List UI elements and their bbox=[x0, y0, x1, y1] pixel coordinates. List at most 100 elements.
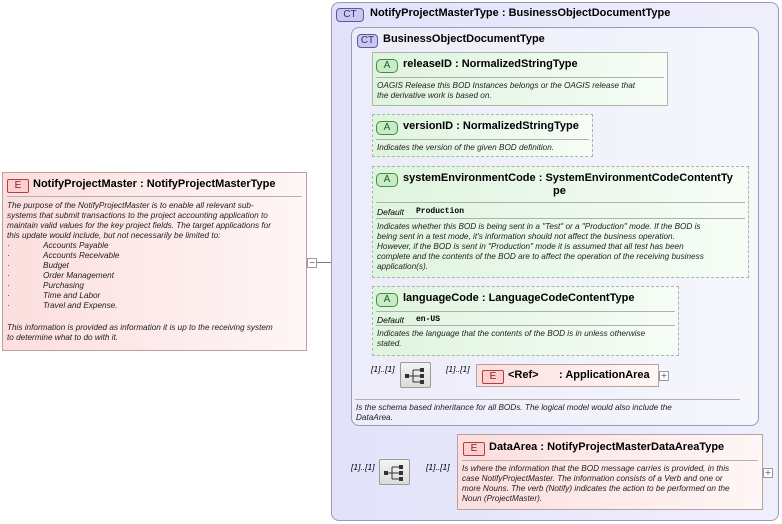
attribute-title: languageCode : LanguageCodeContentType bbox=[403, 292, 634, 305]
expand-icon[interactable]: + bbox=[763, 468, 773, 478]
expand-icon[interactable]: + bbox=[659, 371, 669, 381]
attribute-doc-line: Indicates the version of the given BOD d… bbox=[377, 143, 555, 152]
list-item-text: Accounts Receivable bbox=[43, 251, 120, 260]
list-item: · Accounts Receivable bbox=[7, 251, 267, 261]
list-item: ·Budget bbox=[7, 261, 267, 271]
attribute-system-environment-code[interactable]: A systemEnvironmentCode : SystemEnvironm… bbox=[372, 166, 749, 278]
attribute-title: releaseID : NormalizedStringType bbox=[403, 58, 578, 71]
collapse-icon[interactable]: − bbox=[307, 258, 317, 268]
attribute-doc-line: Indicates the language that the contents… bbox=[377, 329, 646, 338]
root-element-box[interactable]: E NotifyProjectMaster : NotifyProjectMas… bbox=[2, 172, 307, 351]
attribute-doc-line: complete and the contents of the BOD are… bbox=[377, 252, 704, 261]
inner-ct-doc-line: DataArea. bbox=[356, 413, 393, 422]
list-item: · Purchasing bbox=[7, 281, 267, 291]
attribute-name: versionID bbox=[403, 120, 454, 132]
attribute-badge: A bbox=[376, 293, 398, 307]
attribute-version-id[interactable]: A versionID : NormalizedStringType Indic… bbox=[372, 114, 593, 157]
list-item-text: Purchasing bbox=[43, 281, 84, 290]
attribute-badge: A bbox=[376, 59, 398, 73]
attribute-doc: OAGIS Release this BOD Instances belongs… bbox=[377, 81, 635, 101]
root-doc-line: this update would include, but not neces… bbox=[7, 231, 221, 240]
attribute-language-code[interactable]: A languageCode : LanguageCodeContentType… bbox=[372, 286, 679, 356]
application-area-ref[interactable]: E <Ref> : ApplicationArea bbox=[476, 364, 659, 387]
attribute-separator bbox=[376, 218, 745, 219]
default-label: Default bbox=[377, 315, 404, 325]
root-doc-line: maintain valid values for the key projec… bbox=[7, 221, 271, 230]
default-label: Default bbox=[377, 207, 404, 217]
attribute-separator bbox=[376, 77, 664, 78]
element-badge: E bbox=[463, 442, 485, 456]
sequence-compositor[interactable] bbox=[379, 459, 410, 485]
element-badge: E bbox=[482, 370, 504, 384]
attribute-doc: Indicates the language that the contents… bbox=[377, 329, 645, 349]
bullet: · bbox=[7, 261, 10, 270]
attribute-name: systemEnvironmentCode bbox=[403, 172, 536, 184]
attribute-separator bbox=[376, 325, 675, 326]
list-item: · Accounts Payable bbox=[7, 241, 267, 251]
type-separator: : bbox=[451, 58, 462, 70]
root-doc-line: systems that submit transactions to the … bbox=[7, 211, 268, 220]
app-area-cardinality-right: [1]..[1] bbox=[446, 364, 470, 374]
attribute-doc-line: application(s). bbox=[377, 262, 428, 271]
attribute-type: LanguageCodeContentType bbox=[488, 292, 635, 304]
root-doc-line: This information is provided as informat… bbox=[7, 323, 273, 332]
attribute-badge: A bbox=[376, 121, 398, 135]
data-area-separator bbox=[462, 460, 758, 461]
root-doc-line: to determine what to do with it. bbox=[7, 333, 119, 342]
type-separator: : bbox=[136, 178, 147, 190]
root-element-title: NotifyProjectMaster : NotifyProjectMaste… bbox=[33, 178, 275, 191]
list-item-text: Accounts Payable bbox=[43, 241, 109, 250]
inner-ct-separator bbox=[355, 399, 740, 400]
outer-complex-type-name: NotifyProjectMasterType bbox=[370, 7, 499, 19]
attribute-doc-line: being sent in a test mode, it's informat… bbox=[377, 232, 675, 241]
list-item: · Time and Labor bbox=[7, 291, 267, 301]
attribute-badge: A bbox=[376, 173, 398, 187]
data-area-doc-line: more Nouns. The verb (Notify) indicates … bbox=[462, 484, 730, 493]
bullet: · bbox=[7, 291, 10, 300]
element-badge: E bbox=[7, 179, 29, 193]
root-doc: The purpose of the NotifyProjectMaster i… bbox=[7, 201, 271, 241]
sequence-icon bbox=[405, 368, 424, 384]
attribute-release-id[interactable]: A releaseID : NormalizedStringType OAGIS… bbox=[372, 52, 668, 106]
root-separator bbox=[7, 196, 302, 197]
root-doc-list: · Accounts Payable · Accounts Receivable ·… bbox=[7, 241, 267, 311]
outer-complex-type-title: NotifyProjectMasterType : BusinessObject… bbox=[370, 7, 670, 19]
attribute-doc-line: OAGIS Release this BOD Instances belongs… bbox=[377, 81, 636, 90]
app-area-cardinality-left: [1]..[1] bbox=[371, 364, 395, 374]
data-area-element[interactable]: E DataArea : NotifyProjectMasterDataArea… bbox=[457, 434, 763, 510]
list-item-text: Time and Labor bbox=[43, 291, 101, 300]
bullet: · bbox=[7, 271, 10, 280]
root-doc-footer: This information is provided as informat… bbox=[7, 323, 273, 343]
type-separator: : bbox=[453, 120, 463, 132]
default-value: en-US bbox=[416, 315, 441, 324]
attribute-doc-line: stated. bbox=[377, 339, 402, 348]
bullet: · bbox=[7, 251, 10, 260]
attribute-title: systemEnvironmentCode : SystemEnvironmen… bbox=[403, 172, 733, 185]
attribute-separator bbox=[376, 311, 675, 312]
data-area-type: NotifyProjectMasterDataAreaType bbox=[547, 441, 725, 453]
attribute-name: languageCode bbox=[403, 292, 479, 304]
data-area-doc-line: Is where the information that the BOD me… bbox=[462, 464, 730, 473]
attribute-name: releaseID bbox=[403, 58, 452, 70]
complex-type-badge: CT bbox=[336, 8, 364, 22]
inner-ct-doc: Is the schema based inheritance for all … bbox=[356, 403, 672, 423]
attribute-doc: Indicates whether this BOD is being sent… bbox=[377, 222, 704, 272]
attribute-doc-line: Indicates whether this BOD is being sent… bbox=[377, 222, 701, 231]
attribute-type: NormalizedStringType bbox=[462, 120, 579, 132]
bullet: · bbox=[7, 241, 10, 250]
list-item-text: Order Management bbox=[43, 271, 114, 280]
outer-complex-type-base: BusinessObjectDocumentType bbox=[508, 7, 671, 19]
type-separator: : bbox=[537, 441, 548, 453]
attribute-doc-line: However, if the BOD is sent in "Producti… bbox=[377, 242, 684, 251]
data-area-name: DataArea bbox=[489, 441, 538, 453]
ref-title: : ApplicationArea bbox=[559, 369, 650, 382]
data-area-doc: Is where the information that the BOD me… bbox=[462, 464, 730, 504]
data-area-cardinality-right: [1]..[1] bbox=[426, 462, 450, 472]
ref-label: <Ref> bbox=[508, 369, 539, 381]
data-area-title: DataArea : NotifyProjectMasterDataAreaTy… bbox=[489, 441, 724, 454]
sequence-compositor[interactable] bbox=[400, 362, 431, 388]
attribute-separator bbox=[376, 202, 745, 203]
bullet: · bbox=[7, 281, 10, 290]
attribute-doc-line: the derivative work is based on. bbox=[377, 91, 492, 100]
attribute-title: versionID : NormalizedStringType bbox=[403, 120, 579, 133]
